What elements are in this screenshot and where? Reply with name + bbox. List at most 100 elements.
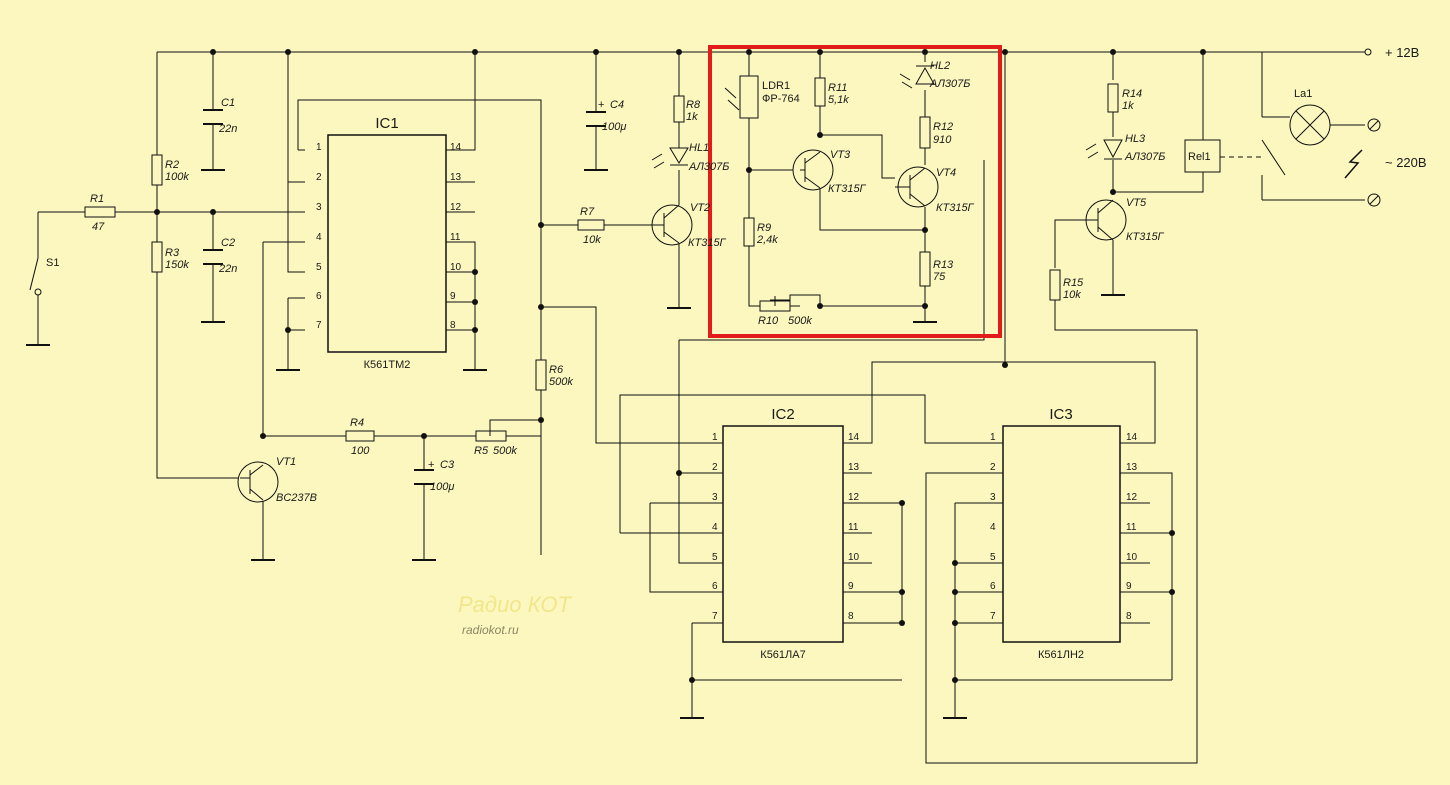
ic3-type: К561ЛН2 [1038, 649, 1084, 661]
svg-text:14: 14 [450, 142, 462, 153]
svg-text:R8: R8 [686, 99, 701, 111]
junction-dots [154, 49, 1206, 683]
watermark: Радио КОТ radiokot.ru [458, 592, 572, 637]
svg-text:R5: R5 [474, 445, 489, 457]
svg-text:75: 75 [933, 271, 946, 283]
ic2-type: К561ЛА7 [760, 649, 805, 661]
svg-text:7: 7 [316, 320, 322, 331]
svg-text:ФР-764: ФР-764 [762, 93, 800, 105]
svg-text:S1: S1 [46, 257, 59, 269]
svg-text:12: 12 [450, 202, 462, 213]
svg-text:910: 910 [933, 134, 952, 146]
led-hl1: HL1 АЛ307Б [651, 142, 729, 173]
svg-text:8: 8 [1126, 611, 1132, 622]
svg-text:1k: 1k [1122, 100, 1134, 112]
svg-text:LDR1: LDR1 [762, 80, 790, 92]
highlight-box [708, 45, 1002, 338]
svg-text:АЛ307Б: АЛ307Б [1124, 151, 1165, 163]
svg-text:R10: R10 [758, 315, 779, 327]
svg-text:10: 10 [1126, 552, 1138, 563]
svg-text:R3: R3 [165, 247, 180, 259]
svg-text:2: 2 [990, 462, 996, 473]
svg-text:150k: 150k [165, 259, 189, 271]
svg-text:10: 10 [450, 262, 462, 273]
svg-text:11: 11 [450, 232, 461, 243]
svg-text:R2: R2 [165, 159, 179, 171]
svg-text:8: 8 [450, 320, 456, 331]
svg-text:4: 4 [990, 522, 996, 533]
ic1: IC1 К561ТМ2 1 2 3 4 5 6 7 8 9 10 11 12 1… [316, 115, 462, 371]
switch-s1: S1 [29, 257, 59, 296]
svg-text:9: 9 [1126, 581, 1132, 592]
supply-label: + 12В [1385, 45, 1419, 60]
ground-symbols [26, 169, 1125, 719]
svg-text:R1: R1 [90, 193, 104, 205]
svg-text:2,4k: 2,4k [756, 234, 778, 246]
svg-text:7: 7 [990, 611, 996, 622]
ldr-component: LDR1 ФР-764 [724, 75, 800, 119]
ic1-type: К561ТМ2 [364, 359, 411, 371]
svg-text:Rel1: Rel1 [1188, 151, 1211, 163]
svg-text:13: 13 [450, 172, 462, 183]
ic1-name: IC1 [375, 115, 398, 132]
terminals [1364, 48, 1381, 207]
svg-text:C1: C1 [221, 97, 235, 109]
transistor-vt3: VT3 КТ315Г [792, 149, 867, 195]
transistor-vt5: VT5 КТ315Г [1085, 197, 1165, 243]
svg-text:HL2: HL2 [930, 60, 950, 72]
ic2: IC2 К561ЛА7 1 2 3 4 5 6 7 8 9 10 11 12 1… [712, 406, 860, 661]
svg-text:9: 9 [450, 291, 456, 302]
lightning-icon [1344, 149, 1363, 179]
svg-text:4: 4 [712, 522, 718, 533]
svg-text:10k: 10k [583, 234, 601, 246]
svg-text:АЛ307Б: АЛ307Б [688, 161, 729, 173]
svg-text:R11: R11 [828, 82, 847, 94]
svg-text:6: 6 [316, 291, 322, 302]
ic3-name: IC3 [1049, 406, 1072, 423]
svg-text:14: 14 [848, 432, 860, 443]
svg-text:9: 9 [848, 581, 854, 592]
svg-text:VT1: VT1 [276, 456, 296, 468]
svg-text:1: 1 [712, 432, 718, 443]
svg-text:La1: La1 [1294, 88, 1312, 100]
svg-text:13: 13 [1126, 462, 1138, 473]
svg-text:C4: C4 [610, 99, 624, 111]
svg-text:HL3: HL3 [1125, 133, 1146, 145]
svg-text:1: 1 [316, 142, 322, 153]
svg-text:5: 5 [316, 262, 322, 273]
svg-text:R13: R13 [933, 259, 954, 271]
svg-text:+: + [428, 459, 434, 471]
svg-text:R12: R12 [933, 121, 953, 133]
svg-text:HL1: HL1 [689, 142, 709, 154]
svg-text:14: 14 [1126, 432, 1138, 443]
svg-text:5: 5 [990, 552, 996, 563]
wiring [37, 51, 1365, 764]
svg-text:10k: 10k [1063, 289, 1081, 301]
svg-text:7: 7 [712, 611, 718, 622]
svg-text:VT5: VT5 [1126, 197, 1147, 209]
relay-link [1220, 139, 1363, 179]
svg-text:22n: 22n [218, 123, 237, 135]
transistor-vt2: VT2 КТ315Г [648, 202, 727, 249]
lamp-la1: La1 [1289, 88, 1331, 146]
svg-text:VT4: VT4 [936, 167, 956, 179]
svg-text:500k: 500k [493, 445, 517, 457]
svg-text:КТ315Г: КТ315Г [936, 202, 975, 214]
svg-text:BC237B: BC237B [276, 492, 317, 504]
svg-text:R7: R7 [580, 206, 595, 218]
svg-text:10: 10 [848, 552, 860, 563]
svg-text:100: 100 [351, 445, 370, 457]
svg-text:11: 11 [848, 522, 859, 533]
svg-text:+: + [598, 99, 604, 111]
svg-text:12: 12 [848, 492, 860, 503]
svg-text:47: 47 [92, 221, 105, 233]
svg-text:C2: C2 [221, 237, 235, 249]
mains-label: ~ 220В [1385, 155, 1427, 170]
svg-text:500k: 500k [788, 315, 812, 327]
svg-text:100μ: 100μ [602, 121, 626, 133]
led-hl2: HL2 АЛ307Б [899, 60, 970, 90]
svg-text:3: 3 [316, 202, 322, 213]
svg-text:13: 13 [848, 462, 860, 473]
ic2-name: IC2 [771, 406, 794, 423]
